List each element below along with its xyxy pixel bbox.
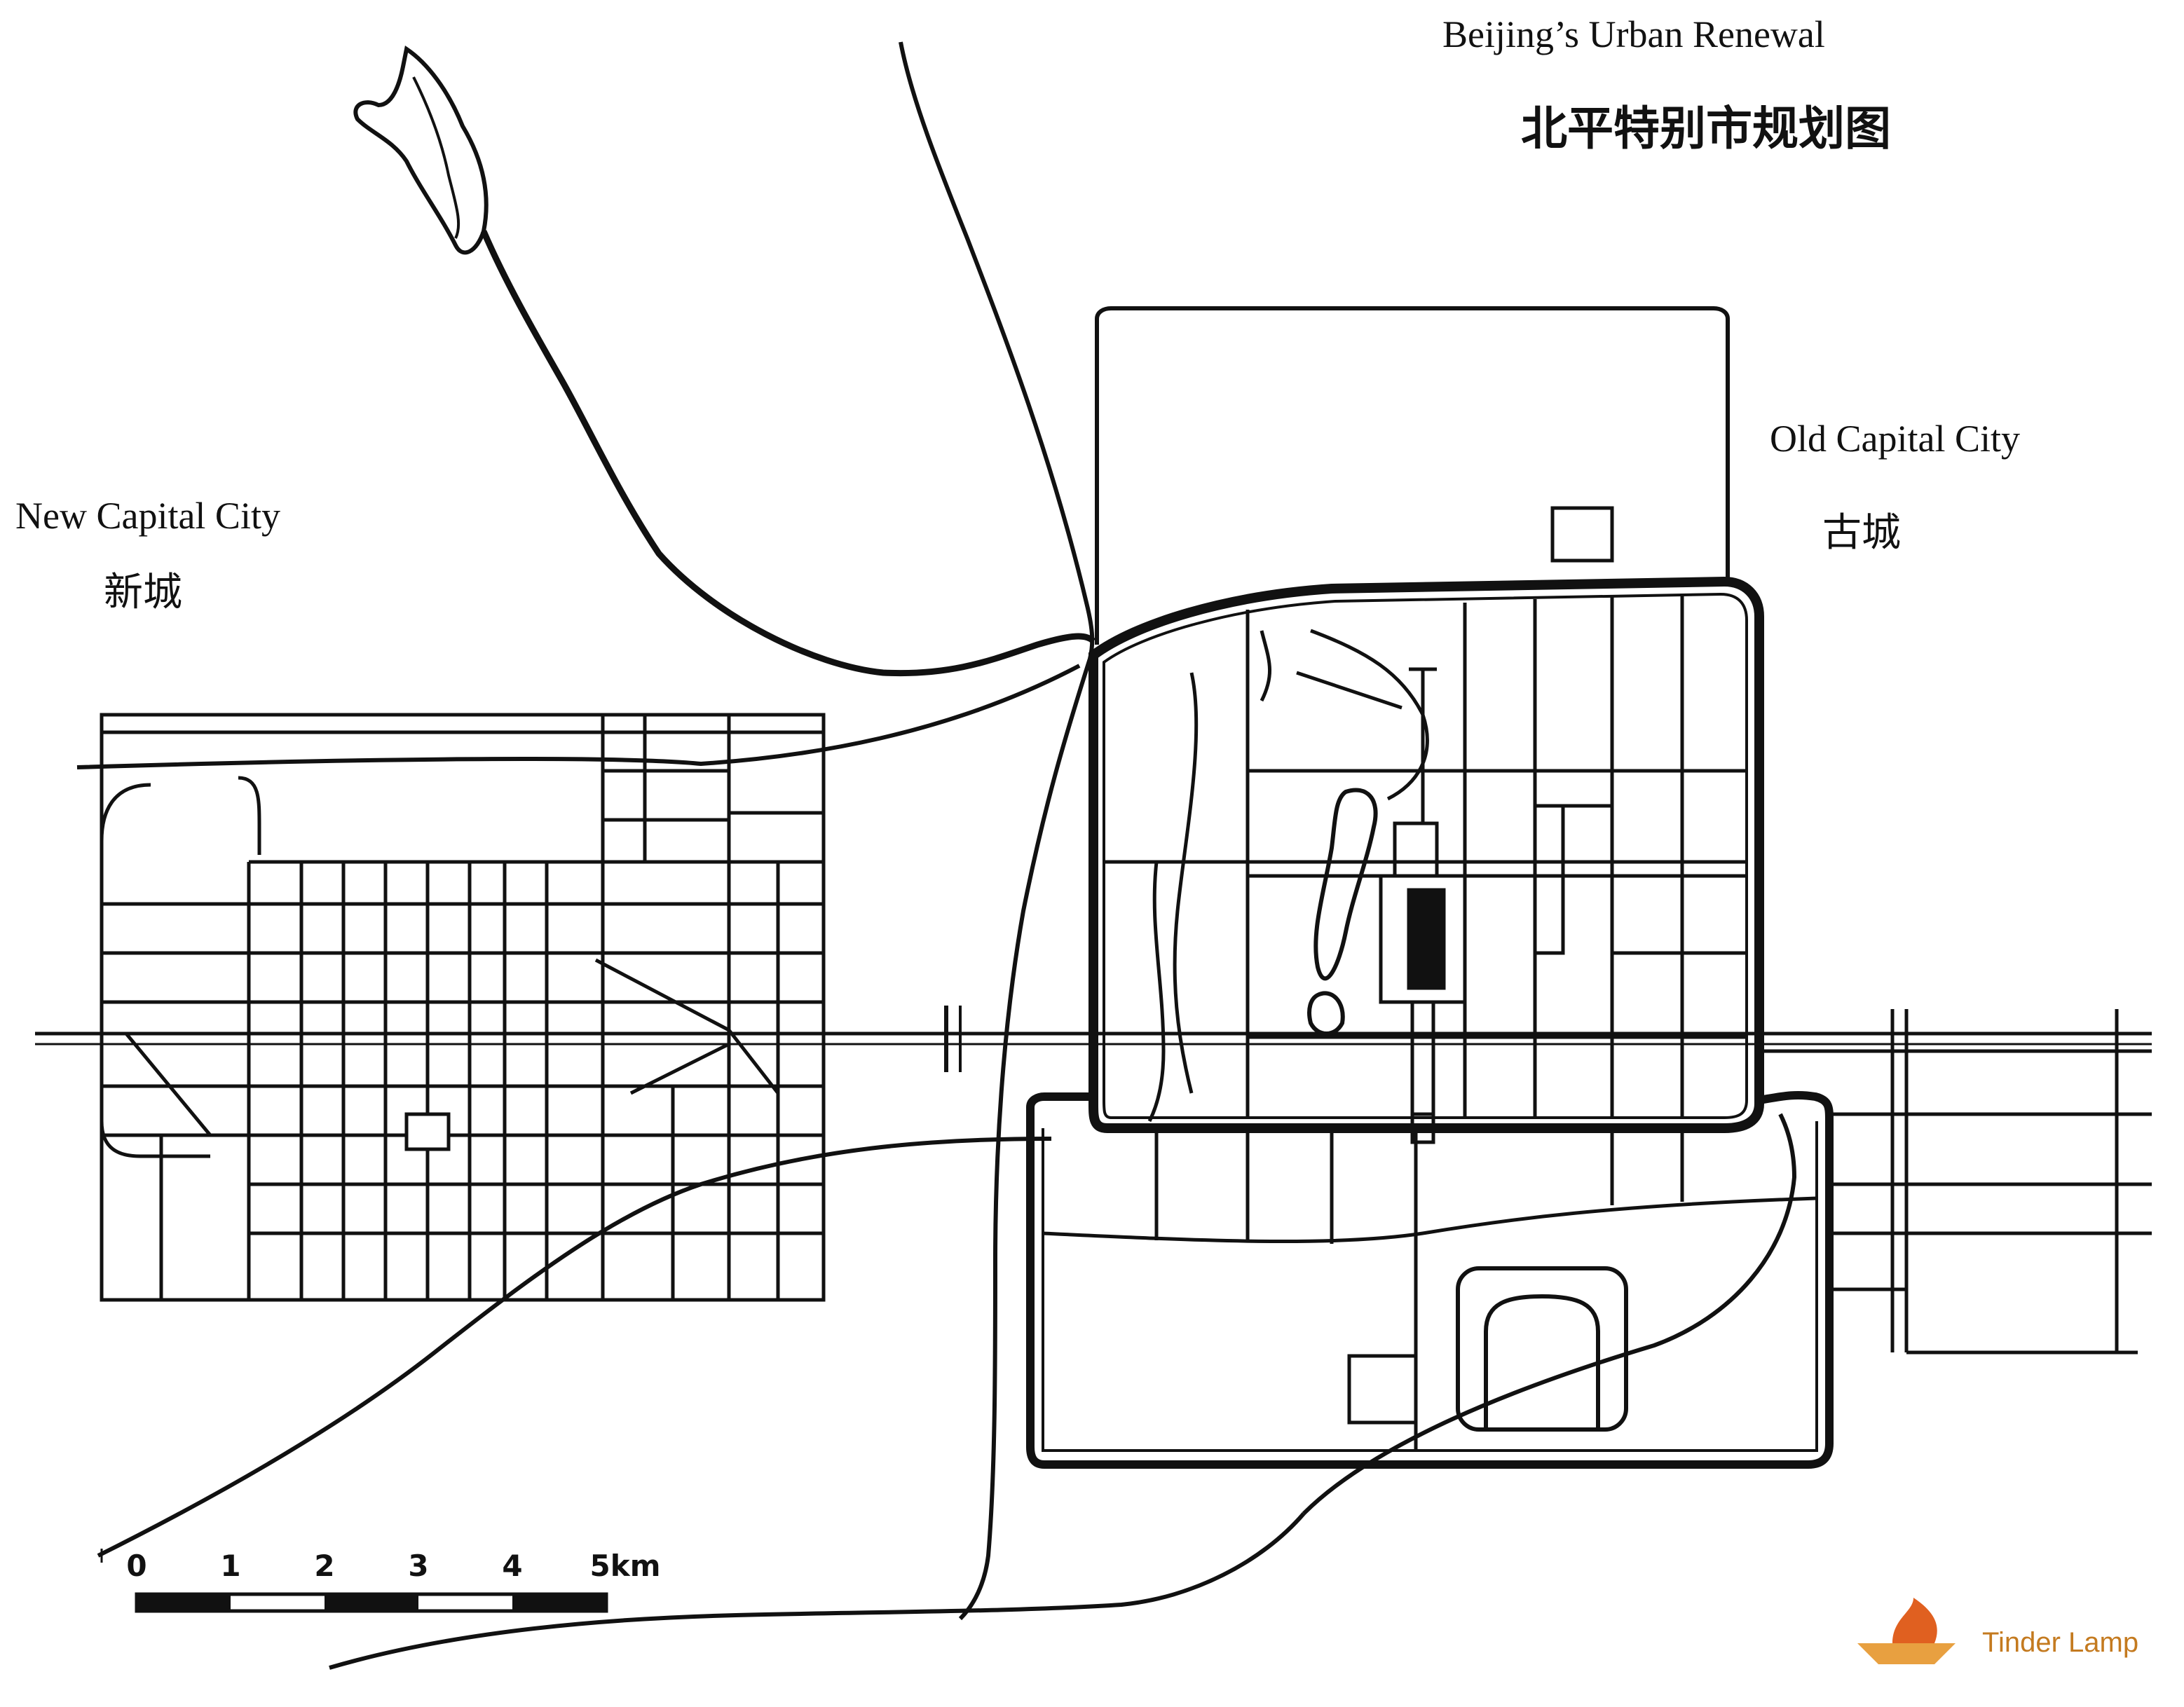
old-city-label-chinese: 古城 xyxy=(1822,510,1901,556)
railway-southeast xyxy=(329,1512,1306,1670)
title-chinese: 北平特别市规划图 xyxy=(1521,102,1891,156)
tinder-lamp-logo xyxy=(1857,1598,1956,1664)
scale-label-5km: 5km xyxy=(589,1549,661,1583)
old-city-label-english: Old Capital City xyxy=(1770,418,2020,460)
scale-label-4: 4 xyxy=(502,1549,523,1583)
new-city-grid xyxy=(100,713,826,1302)
old-city xyxy=(1026,306,1834,1469)
railway-south xyxy=(958,658,1092,1621)
title-english: Beijing’s Urban Renewal xyxy=(1442,13,1825,55)
river xyxy=(480,230,1096,677)
scale-bar xyxy=(100,1549,608,1613)
lake xyxy=(353,46,489,255)
scale-label-1: 1 xyxy=(220,1549,241,1583)
scale-label-3: 3 xyxy=(408,1549,429,1583)
new-city-label-chinese: 新城 xyxy=(104,570,182,615)
new-city-label-english: New Capital City xyxy=(15,495,280,537)
scale-label-2: 2 xyxy=(314,1549,335,1583)
watermark-text: Tinder Lamp xyxy=(1982,1627,2139,1658)
scale-label-0: 0 xyxy=(126,1549,147,1583)
east-grid xyxy=(1759,1009,2152,1355)
railway-north xyxy=(899,41,1095,659)
railway-southwest xyxy=(97,1137,1052,1558)
